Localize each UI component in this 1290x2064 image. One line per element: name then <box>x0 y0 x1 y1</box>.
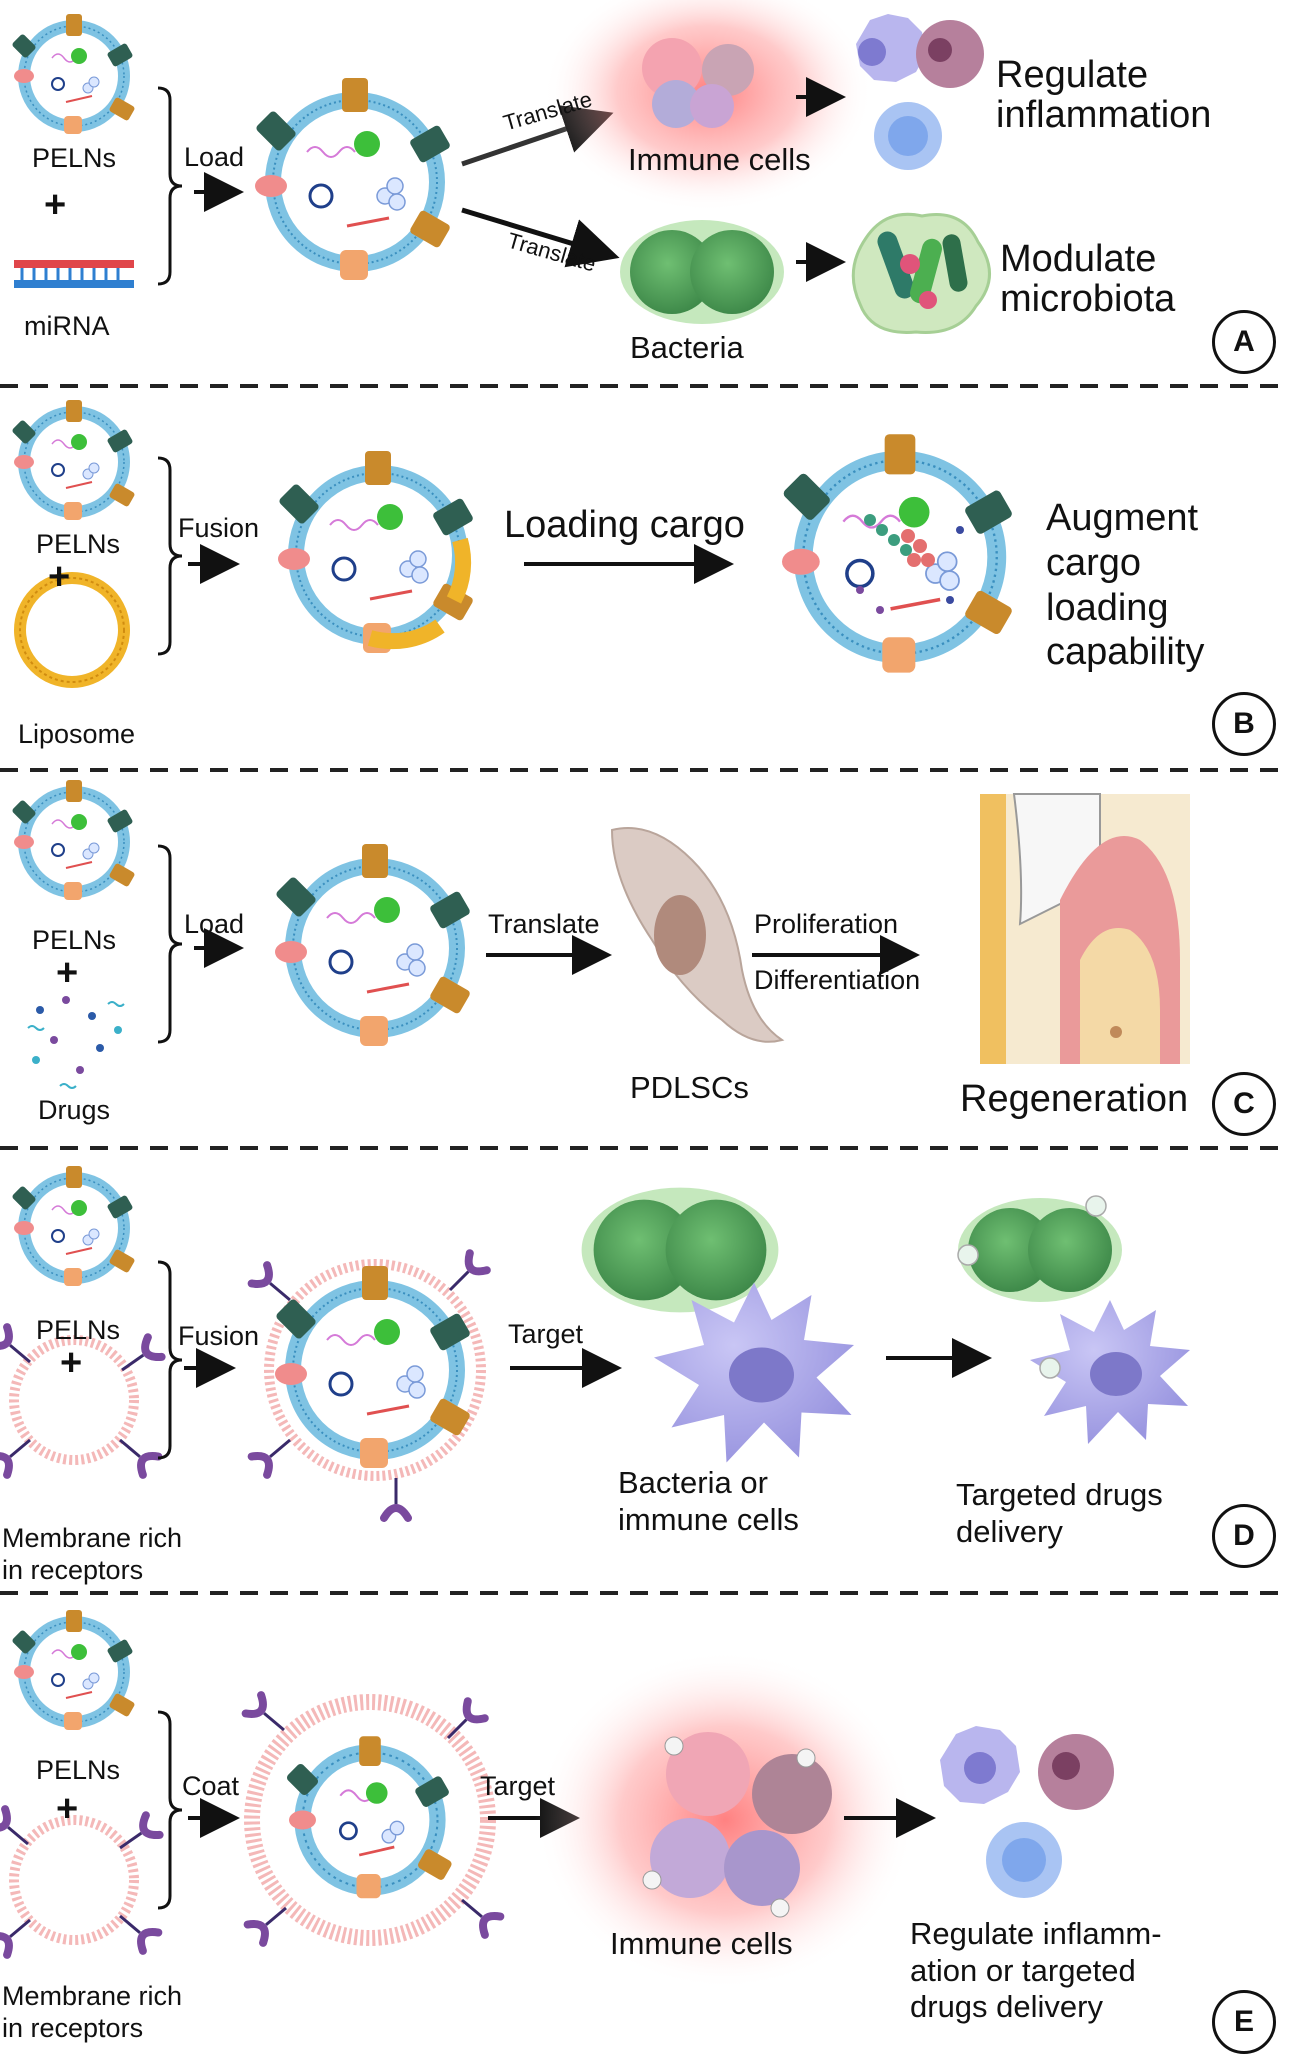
membrane-label-d: Membrane rich in receptors <box>2 1523 183 1586</box>
target-label-d: Bacteria or immune cells <box>618 1465 799 1538</box>
plus-sign-c: + <box>56 952 79 994</box>
panel-badge-a: A <box>1212 310 1276 374</box>
bracket-c <box>157 844 183 1044</box>
drugs-icon <box>27 996 125 1089</box>
target-arrow-label-e: Target <box>480 1771 556 1801</box>
bracket-a <box>157 86 183 286</box>
target-arrow-label-d: Target <box>508 1319 584 1349</box>
immune-cells-icon <box>642 38 754 128</box>
fused-vesicle-icon <box>278 451 474 653</box>
step-label-e: Coat <box>182 1771 240 1801</box>
outcome-label-e: Regulate inflamm- ation or targeted drug… <box>910 1916 1162 2025</box>
panel-badge-e: E <box>1212 1990 1276 2054</box>
bracket-d <box>157 1260 183 1460</box>
differentiation-label: Differentiation <box>754 965 921 995</box>
cargo-vesicle-icon <box>782 434 1014 672</box>
panel-d-graphics <box>0 1166 1190 1518</box>
microbiota-icon <box>851 212 991 334</box>
step-label-d: Fusion <box>178 1321 260 1351</box>
outcome-label-b: Augment cargo loading capability <box>1046 497 1205 674</box>
immune-glow-e <box>535 1650 915 1990</box>
receptor-membrane-icon <box>0 1809 160 1955</box>
outcome-label-d: Targeted drugs delivery <box>956 1477 1163 1550</box>
cargo-molecules-icon <box>856 514 964 614</box>
panel-badge-d: D <box>1212 1504 1276 1568</box>
membrane-label-e: Membrane rich in receptors <box>2 1981 183 2044</box>
regeneration-tissue-icon <box>980 793 1190 1064</box>
pdlsc-cell-icon <box>610 827 785 1043</box>
pelns-label-e: PELNs <box>36 1755 121 1785</box>
target-label-pdlscs: PDLSCs <box>630 1070 749 1105</box>
plus-sign-a: + <box>44 184 67 226</box>
panel-b-graphics <box>11 400 1014 688</box>
panel-separators <box>0 384 1290 1595</box>
drugs-label: Drugs <box>38 1095 111 1125</box>
mirna-label: miRNA <box>24 311 110 341</box>
loaded-vesicle-icon <box>255 78 451 280</box>
pelns-vesicle-icon <box>11 400 135 520</box>
panel-a-graphics <box>11 0 991 334</box>
bracket-b <box>157 456 183 656</box>
pelns-vesicle-icon <box>11 1166 135 1286</box>
step-label-b: Fusion <box>178 513 260 543</box>
immune-cells-icon <box>642 1732 832 1918</box>
outcome-cells-icon <box>856 14 984 170</box>
bacteria-icon <box>620 220 784 324</box>
target-label-immune-a: Immune cells <box>628 142 811 177</box>
target-label-e: Immune cells <box>610 1926 793 1961</box>
outcome-label-a-top: Regulate inflammation <box>996 54 1212 136</box>
panel-c-graphics <box>11 780 1190 1089</box>
translate-label-c: Translate <box>488 909 600 939</box>
outcome-label-a-bottom: Modulate microbiota <box>1000 238 1176 320</box>
plus-sign-d: + <box>60 1342 83 1384</box>
step-label-c: Load <box>184 909 245 939</box>
mirna-icon <box>14 260 134 288</box>
coated-vesicle-icon <box>246 1695 501 1943</box>
pelns-vesicle-icon <box>11 14 135 134</box>
liposome-label: Liposome <box>18 719 136 749</box>
step-label-a: Load <box>184 142 245 172</box>
panel-badge-b: B <box>1212 692 1276 756</box>
outcome-cells-icon <box>940 1726 1114 1898</box>
drug-loaded-vesicle-icon <box>275 844 471 1046</box>
plus-sign-e: + <box>56 1788 79 1830</box>
pelns-label-c: PELNs <box>32 925 117 955</box>
translate-arrow-bottom <box>461 207 620 268</box>
plus-sign-b: + <box>48 556 71 598</box>
pelns-label-d: PELNs <box>36 1315 121 1345</box>
panel-badge-c: C <box>1212 1072 1276 1136</box>
pelns-vesicle-icon <box>11 1610 135 1730</box>
receptor-membrane-icon <box>0 1327 162 1475</box>
fused-receptor-vesicle-icon <box>252 1253 487 1518</box>
pelns-label-a: PELNs <box>32 143 117 173</box>
loading-cargo-label: Loading cargo <box>504 504 745 546</box>
pelns-label-b: PELNs <box>36 529 121 559</box>
outcome-label-c: Regeneration <box>960 1078 1189 1120</box>
panel-e-graphics <box>0 1610 1114 1990</box>
bracket-e <box>157 1710 183 1910</box>
liposome-icon <box>14 572 130 688</box>
pelns-vesicle-icon <box>11 780 135 900</box>
target-label-bacteria-a: Bacteria <box>630 330 744 365</box>
proliferation-label: Proliferation <box>754 909 899 939</box>
